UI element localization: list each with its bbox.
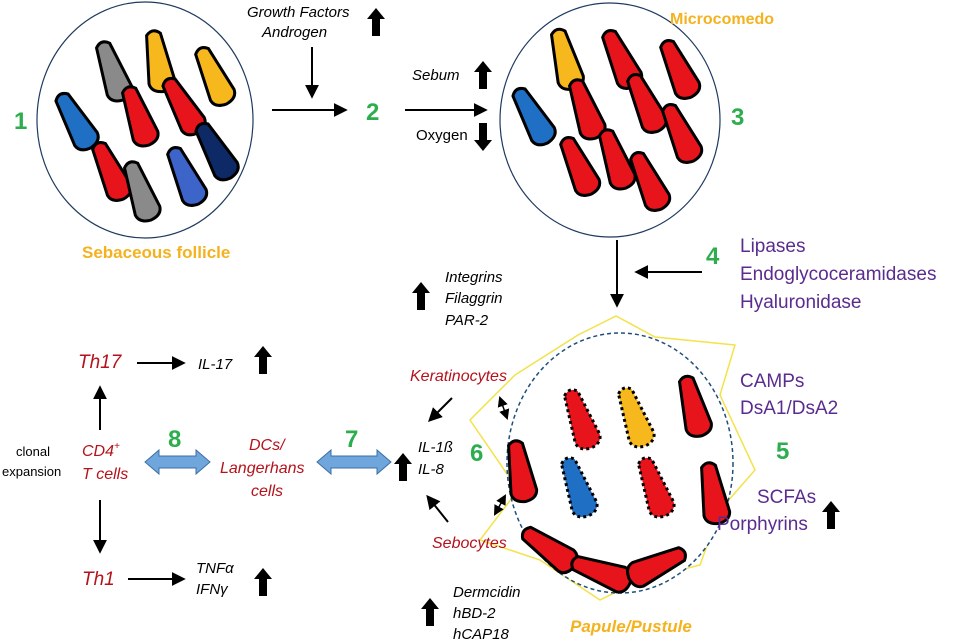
double-arrow-7 <box>316 448 392 476</box>
double-arrow-line <box>497 396 510 420</box>
papule-pustule <box>469 315 756 601</box>
il8-label: IL-8 <box>418 461 445 478</box>
ifng-label: IFNγ <box>196 581 229 598</box>
step-number-7: 7 <box>345 426 358 453</box>
dcs-line-2: Langerhans <box>220 460 305 477</box>
step-number-4: 4 <box>706 243 720 270</box>
arrow-line <box>426 494 449 523</box>
th17-label: Th17 <box>78 352 123 373</box>
il1b-label: IL-1ß <box>418 439 453 456</box>
il17-label: IL-17 <box>198 356 233 373</box>
enzyme-endoglycoceramidases: Endoglycoceramidases <box>740 264 936 285</box>
scfas-label: SCFAs <box>757 487 816 508</box>
clonal-expansion-label: clonal expansion <box>2 444 61 479</box>
sebocytes-label: Sebocytes <box>432 535 507 552</box>
cd4-superscript: + <box>114 441 120 452</box>
sebum-label: Sebum <box>412 67 460 84</box>
double-arrow-8 <box>144 448 211 476</box>
enzyme-list: Lipases Endoglycoceramidases Hyaluronida… <box>740 236 936 313</box>
camps-label: CAMPs <box>740 371 804 392</box>
cd4-text: CD4+ <box>82 441 120 460</box>
increase-arrow-icon <box>394 453 412 481</box>
clonal-text: clonal <box>16 444 50 459</box>
microcomedo-label: Microcomedo <box>670 11 774 28</box>
dermcidin-label: Dermcidin <box>453 584 521 601</box>
microcomedo <box>499 2 721 238</box>
dsa-label: DsA1/DsA2 <box>740 398 838 419</box>
tnfa-label: TNFα <box>196 560 234 577</box>
step-number-8: 8 <box>168 426 181 453</box>
dcs-line-1: DCs/ <box>249 437 286 454</box>
th1-label: Th1 <box>82 569 115 590</box>
integrins-list: Integrins Filaggrin PAR-2 <box>445 269 503 329</box>
increase-arrow-icon <box>412 282 430 310</box>
integrins-label: Integrins <box>445 269 503 286</box>
expansion-text: expansion <box>2 464 61 479</box>
step-number-1: 1 <box>14 108 27 135</box>
hbd2-label: hBD-2 <box>453 605 496 622</box>
keratinocytes-label: Keratinocytes <box>410 368 507 385</box>
oxygen-label: Oxygen <box>416 127 468 144</box>
increase-arrow-icon <box>254 568 272 596</box>
step-number-3: 3 <box>731 104 744 131</box>
hcap18-label: hCAP18 <box>453 626 510 643</box>
cd4-label: CD4+ T cells <box>82 441 128 483</box>
scfas-list: SCFAs Porphyrins <box>717 487 816 535</box>
sebaceous-follicle-label: Sebaceous follicle <box>82 243 230 262</box>
sebaceous-follicle <box>36 1 254 239</box>
porphyrins-label: Porphyrins <box>717 514 808 535</box>
filaggrin-label: Filaggrin <box>445 290 503 307</box>
enzyme-hyaluronidase: Hyaluronidase <box>740 292 861 313</box>
step-number-6: 6 <box>470 440 483 467</box>
tcells-text: T cells <box>82 466 128 483</box>
papule-pustule-label: Papule/Pustule <box>570 617 692 636</box>
decrease-arrow-icon <box>474 123 492 151</box>
growth-factors-label: Growth Factors <box>247 4 350 21</box>
increase-arrow-icon <box>822 501 840 529</box>
par2-label: PAR-2 <box>445 312 489 329</box>
dcs-label: DCs/ Langerhans cells <box>220 437 305 500</box>
step-number-2: 2 <box>366 99 379 126</box>
enzyme-lipases: Lipases <box>740 236 806 257</box>
dermcidin-list: Dermcidin hBD-2 hCAP18 <box>453 584 521 643</box>
dcs-line-3: cells <box>251 483 283 500</box>
arrow-line <box>428 397 453 422</box>
increase-arrow-icon <box>421 598 439 626</box>
increase-arrow-icon <box>474 61 492 89</box>
increase-arrow-icon <box>254 346 272 374</box>
androgen-label: Androgen <box>261 24 327 41</box>
double-arrow-line <box>493 494 507 516</box>
step-number-5: 5 <box>776 438 789 465</box>
increase-arrow-icon <box>367 8 385 36</box>
camps-list: CAMPs DsA1/DsA2 <box>740 371 838 419</box>
